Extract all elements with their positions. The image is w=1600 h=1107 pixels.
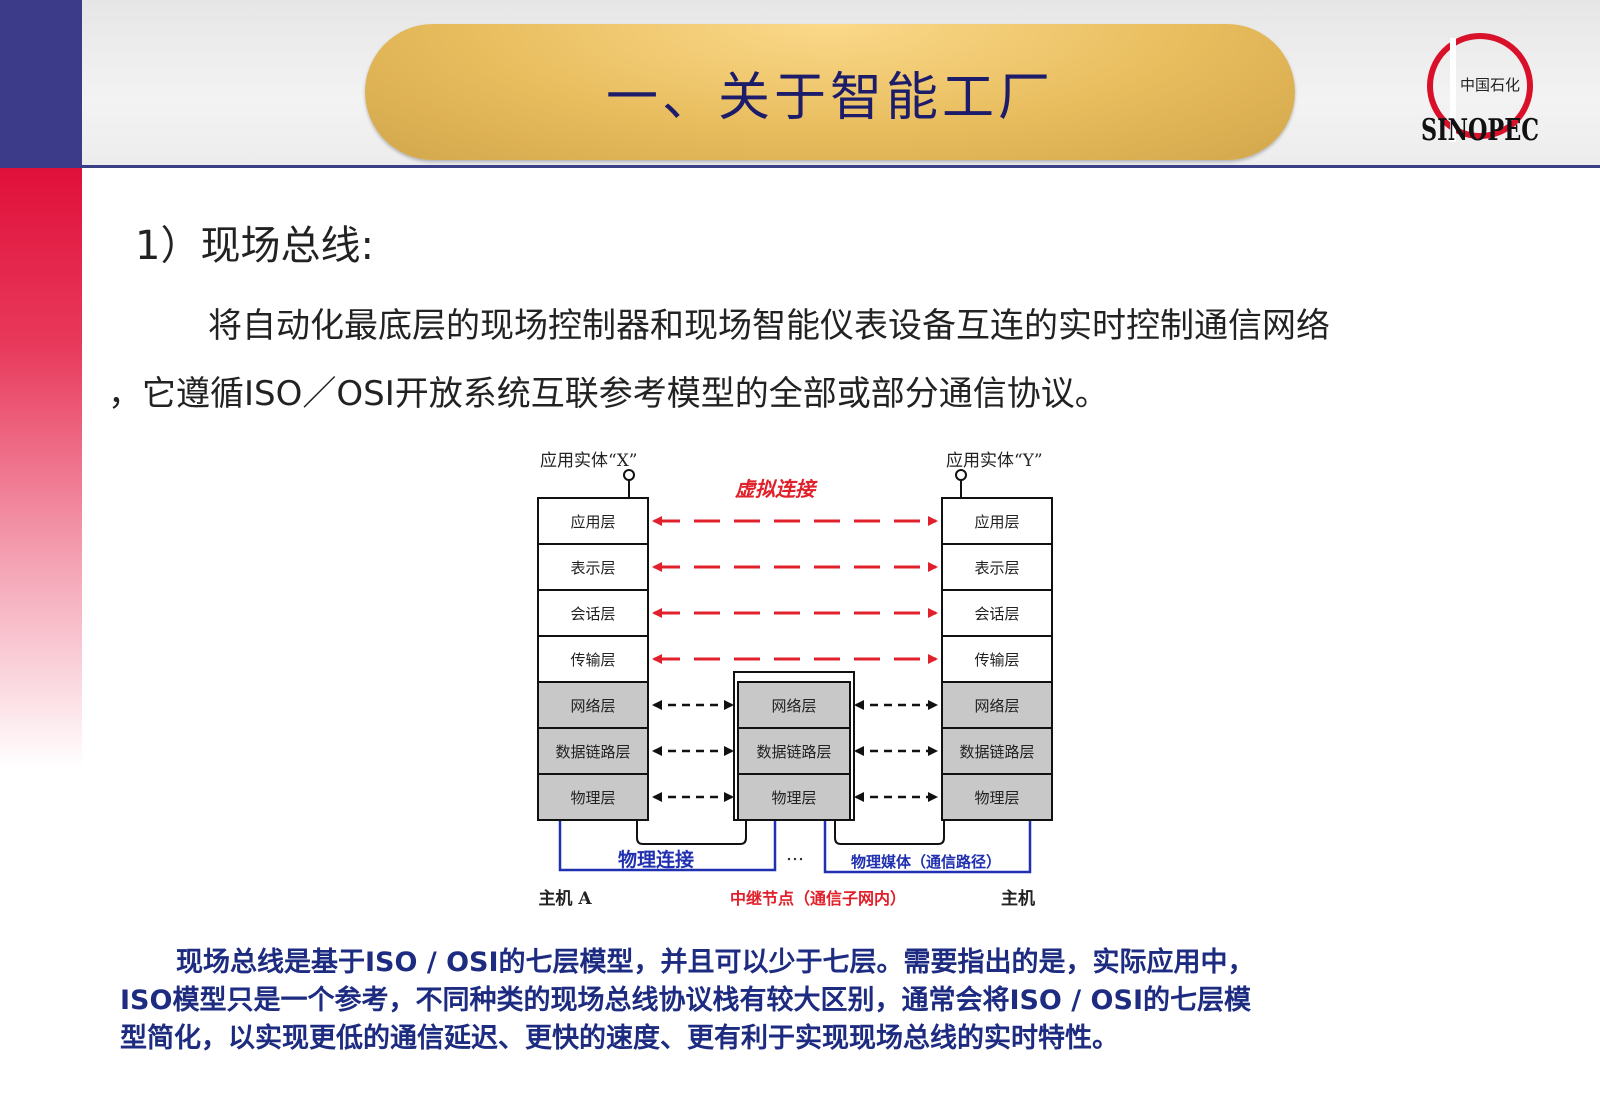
left-accent-bar-top: [0, 0, 82, 168]
intro-paragraph: 将自动化最底层的现场控制器和现场智能仪表设备互连的实时控制通信网络 ，它遵循IS…: [108, 292, 1578, 428]
layer-box-right: [941, 727, 1053, 775]
caption-line-1: 现场总线是基于ISO / OSI的七层模型，并且可以少于七层。需要指出的是，实际…: [176, 947, 1255, 978]
left-accent-bar-bottom: [0, 168, 82, 768]
layer-box-left: [537, 497, 649, 545]
caption-line-3: 型简化，以实现更低的通信延迟、更快的速度、更有利于实现现场总线的实时特性。: [120, 1023, 1119, 1054]
entity-y-connector: [955, 469, 967, 481]
physical-link-line: [558, 820, 777, 872]
caption-paragraph: 现场总线是基于ISO / OSI的七层模型，并且可以少于七层。需要指出的是，实际…: [120, 944, 1500, 1058]
entity-x-connector: [623, 469, 635, 481]
entity-x-label: 应用实体“X”: [540, 451, 637, 471]
layer-label-right: 传输层: [974, 651, 1019, 669]
title-banner: 一、关于智能工厂: [365, 24, 1295, 160]
virtual-link-label: 虚拟连接: [735, 477, 818, 501]
physical-media-label: 物理媒体（通信路径）: [851, 853, 1001, 871]
physical-media-line: [823, 820, 1032, 874]
layer-box-left: [537, 727, 649, 775]
sinopec-logo-icon: 中国石化 SINOPEC: [1418, 28, 1546, 150]
relay-node-label: 中继节点（通信子网内）: [730, 889, 906, 908]
layer-label-left: 网络层: [570, 697, 615, 715]
header-divider: [82, 165, 1600, 168]
relay-layer-box: [737, 727, 851, 775]
layer-box-right: [941, 543, 1053, 591]
relay-layer-label: 网络层: [771, 697, 816, 715]
layer-label-right: 表示层: [974, 559, 1019, 577]
relay-layer-label: 物理层: [771, 789, 816, 807]
layer-label-right: 数据链路层: [959, 743, 1034, 761]
relay-layer-label: 数据链路层: [756, 743, 831, 761]
slide-title: 一、关于智能工厂: [605, 67, 1054, 128]
layer-label-left: 数据链路层: [555, 743, 630, 761]
layer-label-right: 网络层: [974, 697, 1019, 715]
dots-label: …: [786, 844, 804, 865]
host-b-label: 主机: [1001, 888, 1035, 909]
layer-label-left: 应用层: [570, 513, 615, 531]
intro-line-1: 将自动化最底层的现场控制器和现场智能仪表设备互连的实时控制通信网络: [208, 306, 1330, 346]
layer-label-left: 传输层: [570, 651, 615, 669]
layer-label-right: 会话层: [974, 605, 1019, 623]
host-a-label: 主机 A: [538, 888, 592, 909]
layer-box-right: [941, 681, 1053, 729]
logo-brand-text: SINOPEC: [1421, 113, 1539, 148]
physical-link-label: 物理连接: [618, 848, 694, 871]
layer-box-left: [537, 773, 649, 821]
layer-label-left: 会话层: [570, 605, 615, 623]
layer-label-left: 表示层: [570, 559, 615, 577]
caption-line-2: ISO模型只是一个参考，不同种类的现场总线协议栈有较大区别，通常会将ISO / …: [120, 985, 1251, 1016]
layer-label-left: 物理层: [570, 789, 615, 807]
entity-y-label: 应用实体“Y”: [946, 451, 1043, 471]
relay-layer-box: [737, 773, 851, 821]
layer-box-right: [941, 635, 1053, 683]
logo-cn-text: 中国石化: [1460, 76, 1520, 94]
layer-box-right: [941, 773, 1053, 821]
layer-box-left: [537, 635, 649, 683]
layer-box-right: [941, 497, 1053, 545]
intro-line-2: ，它遵循ISO／OSI开放系统互联参考模型的全部或部分通信协议。: [108, 374, 1109, 414]
relay-layer-box: [737, 681, 851, 729]
section-heading: 1）现场总线:: [135, 223, 374, 269]
layer-label-right: 应用层: [974, 513, 1019, 531]
osi-model-diagram: 应用实体“X” 应用实体“Y” 虚拟连接 物理连接 … 物理媒体（通信路径） 主…: [490, 440, 1120, 930]
layer-label-right: 物理层: [974, 789, 1019, 807]
